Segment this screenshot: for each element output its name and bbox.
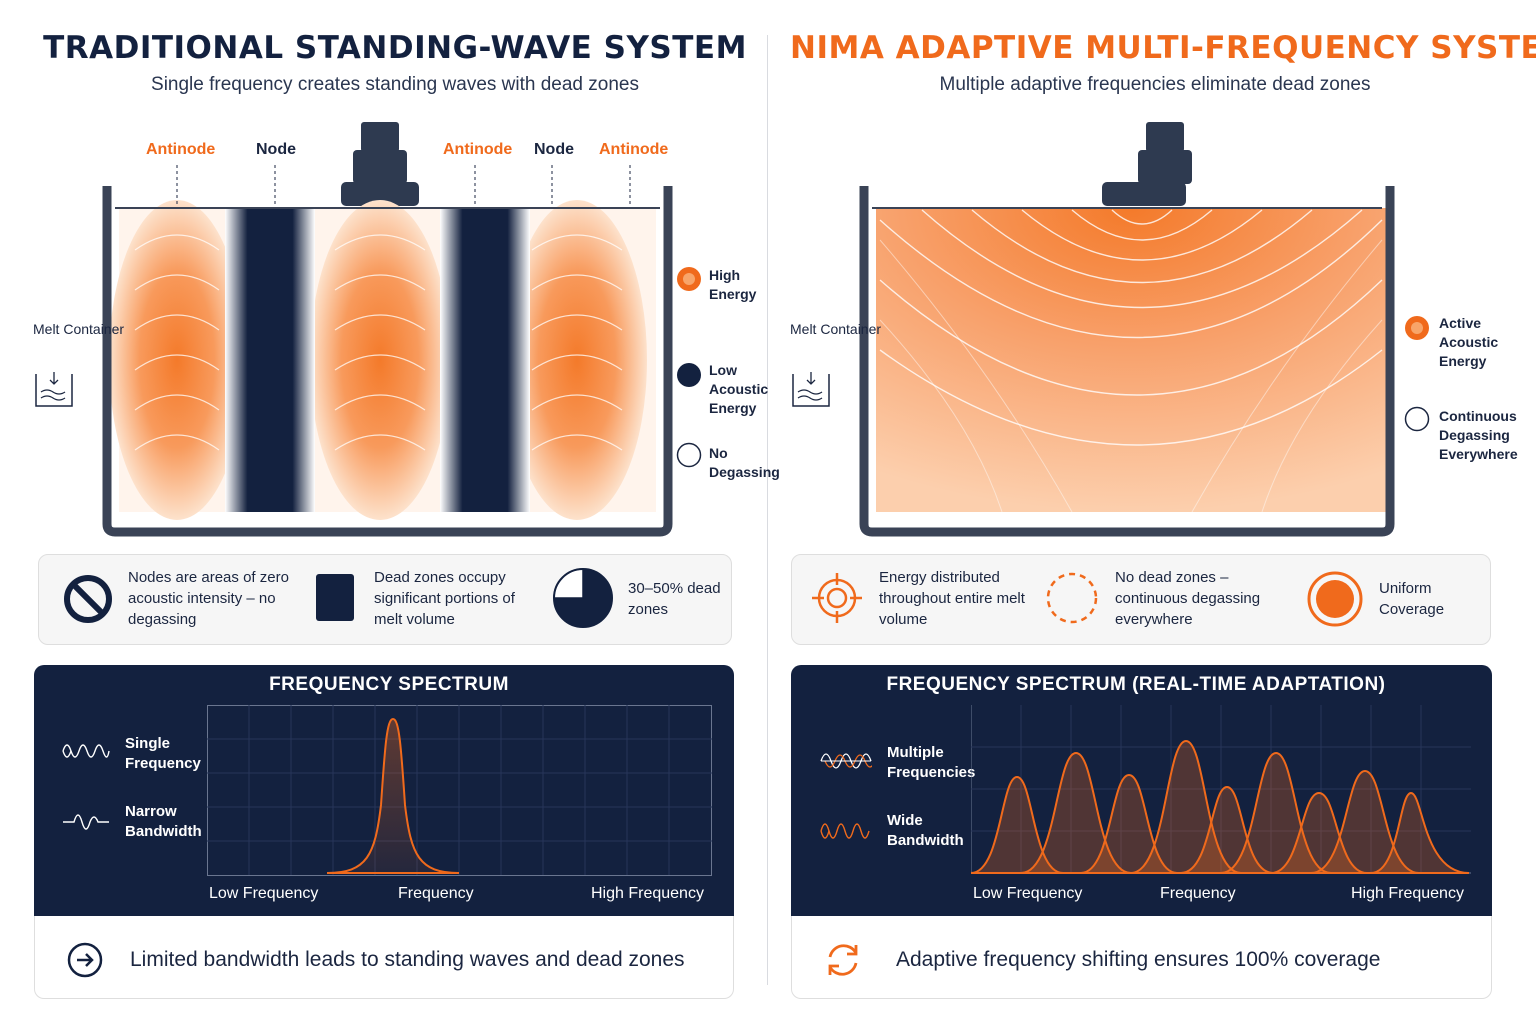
left-container-label: Melt Container [33,321,125,337]
info-pct-text: 30–50% dead zones [628,580,721,618]
antinode-label-1: Antinode [146,141,216,158]
multi-wave-icon [820,753,872,769]
single-frequency-label: Single Frequency [125,735,201,772]
dead-zone-square-icon [316,574,354,621]
continuous-degassing-circle-icon [1404,406,1430,432]
right-axis-low: Low Frequency [973,885,1083,902]
right-spectrum-panel [791,665,1492,916]
refresh-icon [828,944,858,976]
right-subtitle: Multiple adaptive frequencies eliminate … [939,74,1371,95]
active-energy-dot-icon [1405,316,1429,340]
info-nodes-text: Nodes are areas of zero acoustic intensi… [128,569,289,628]
node-label-1: Node [256,141,296,158]
low-energy-dot-icon [677,363,701,387]
left-axis-low: Low Frequency [209,885,319,902]
left-info-box [38,554,732,645]
left-spectrum-title: FREQUENCY SPECTRUM [269,674,509,695]
multi-frequency-tank [859,122,1395,537]
legend-low-energy: Low Acoustic Energy [709,362,769,416]
prohibited-icon [64,575,112,623]
high-energy-dot-icon [677,267,701,291]
melt-container-icon-right [792,372,830,407]
right-footer-text: Adaptive frequency shifting ensures 100%… [896,948,1381,971]
info-energy-distributed: Energy distributed throughout entire mel… [879,569,1025,628]
right-container-label: Melt Container [790,321,882,337]
uniform-ring-icon [1307,571,1363,627]
info-no-dead-zones: No dead zones – continuous degassing eve… [1115,569,1261,628]
node-label-2: Node [534,141,574,158]
antinode-label-2: Antinode [443,141,513,158]
legend-high-energy: High Energy [709,267,757,302]
right-info-box [791,554,1491,645]
antinode-label-3: Antinode [599,141,669,158]
center-divider [767,35,768,985]
narrow-wave-icon [63,814,109,830]
pie-icon [553,568,613,628]
right-axis-mid: Frequency [1160,885,1236,902]
wide-bandwidth-label: Wide Bandwidth [887,812,964,849]
wide-wave-icon [820,823,870,839]
info-dead-zones-text: Dead zones occupy significant portions o… [374,569,515,628]
melt-container-icon [35,372,73,407]
right-spectrum-chart [971,705,1471,874]
left-footer [34,916,734,999]
left-axis-mid: Frequency [398,885,474,902]
standing-wave-tank [102,122,673,537]
info-uniform-coverage: Uniform Coverage [1379,580,1445,618]
legend-continuous-degassing: Continuous Degassing Everywhere [1439,408,1518,462]
left-subtitle: Single frequency creates standing waves … [151,74,639,95]
right-footer [791,916,1492,999]
right-title: NIMA ADAPTIVE MULTI-FREQUENCY SYSTEM [790,30,1536,66]
left-axis-high: High Frequency [591,885,704,902]
narrow-bandwidth-label: Narrow Bandwidth [125,803,202,840]
left-spectrum-chart [207,705,712,876]
arrow-right-icon [67,942,103,978]
single-wave-icon [62,744,110,758]
dashed-circle-icon [1046,572,1098,624]
right-spectrum-title: FREQUENCY SPECTRUM (REAL-TIME ADAPTATION… [886,674,1386,695]
multiple-frequencies-label: Multiple Frequencies [887,744,976,781]
legend-no-degassing: No Degassing [709,445,780,480]
right-axis-high: High Frequency [1351,885,1464,902]
no-degassing-circle-icon [676,442,702,468]
left-title: TRADITIONAL STANDING-WAVE SYSTEM [43,30,747,66]
target-icon [812,573,862,623]
left-footer-text: Limited bandwidth leads to standing wave… [130,948,685,971]
legend-active-energy: Active Acoustic Energy [1439,315,1499,369]
